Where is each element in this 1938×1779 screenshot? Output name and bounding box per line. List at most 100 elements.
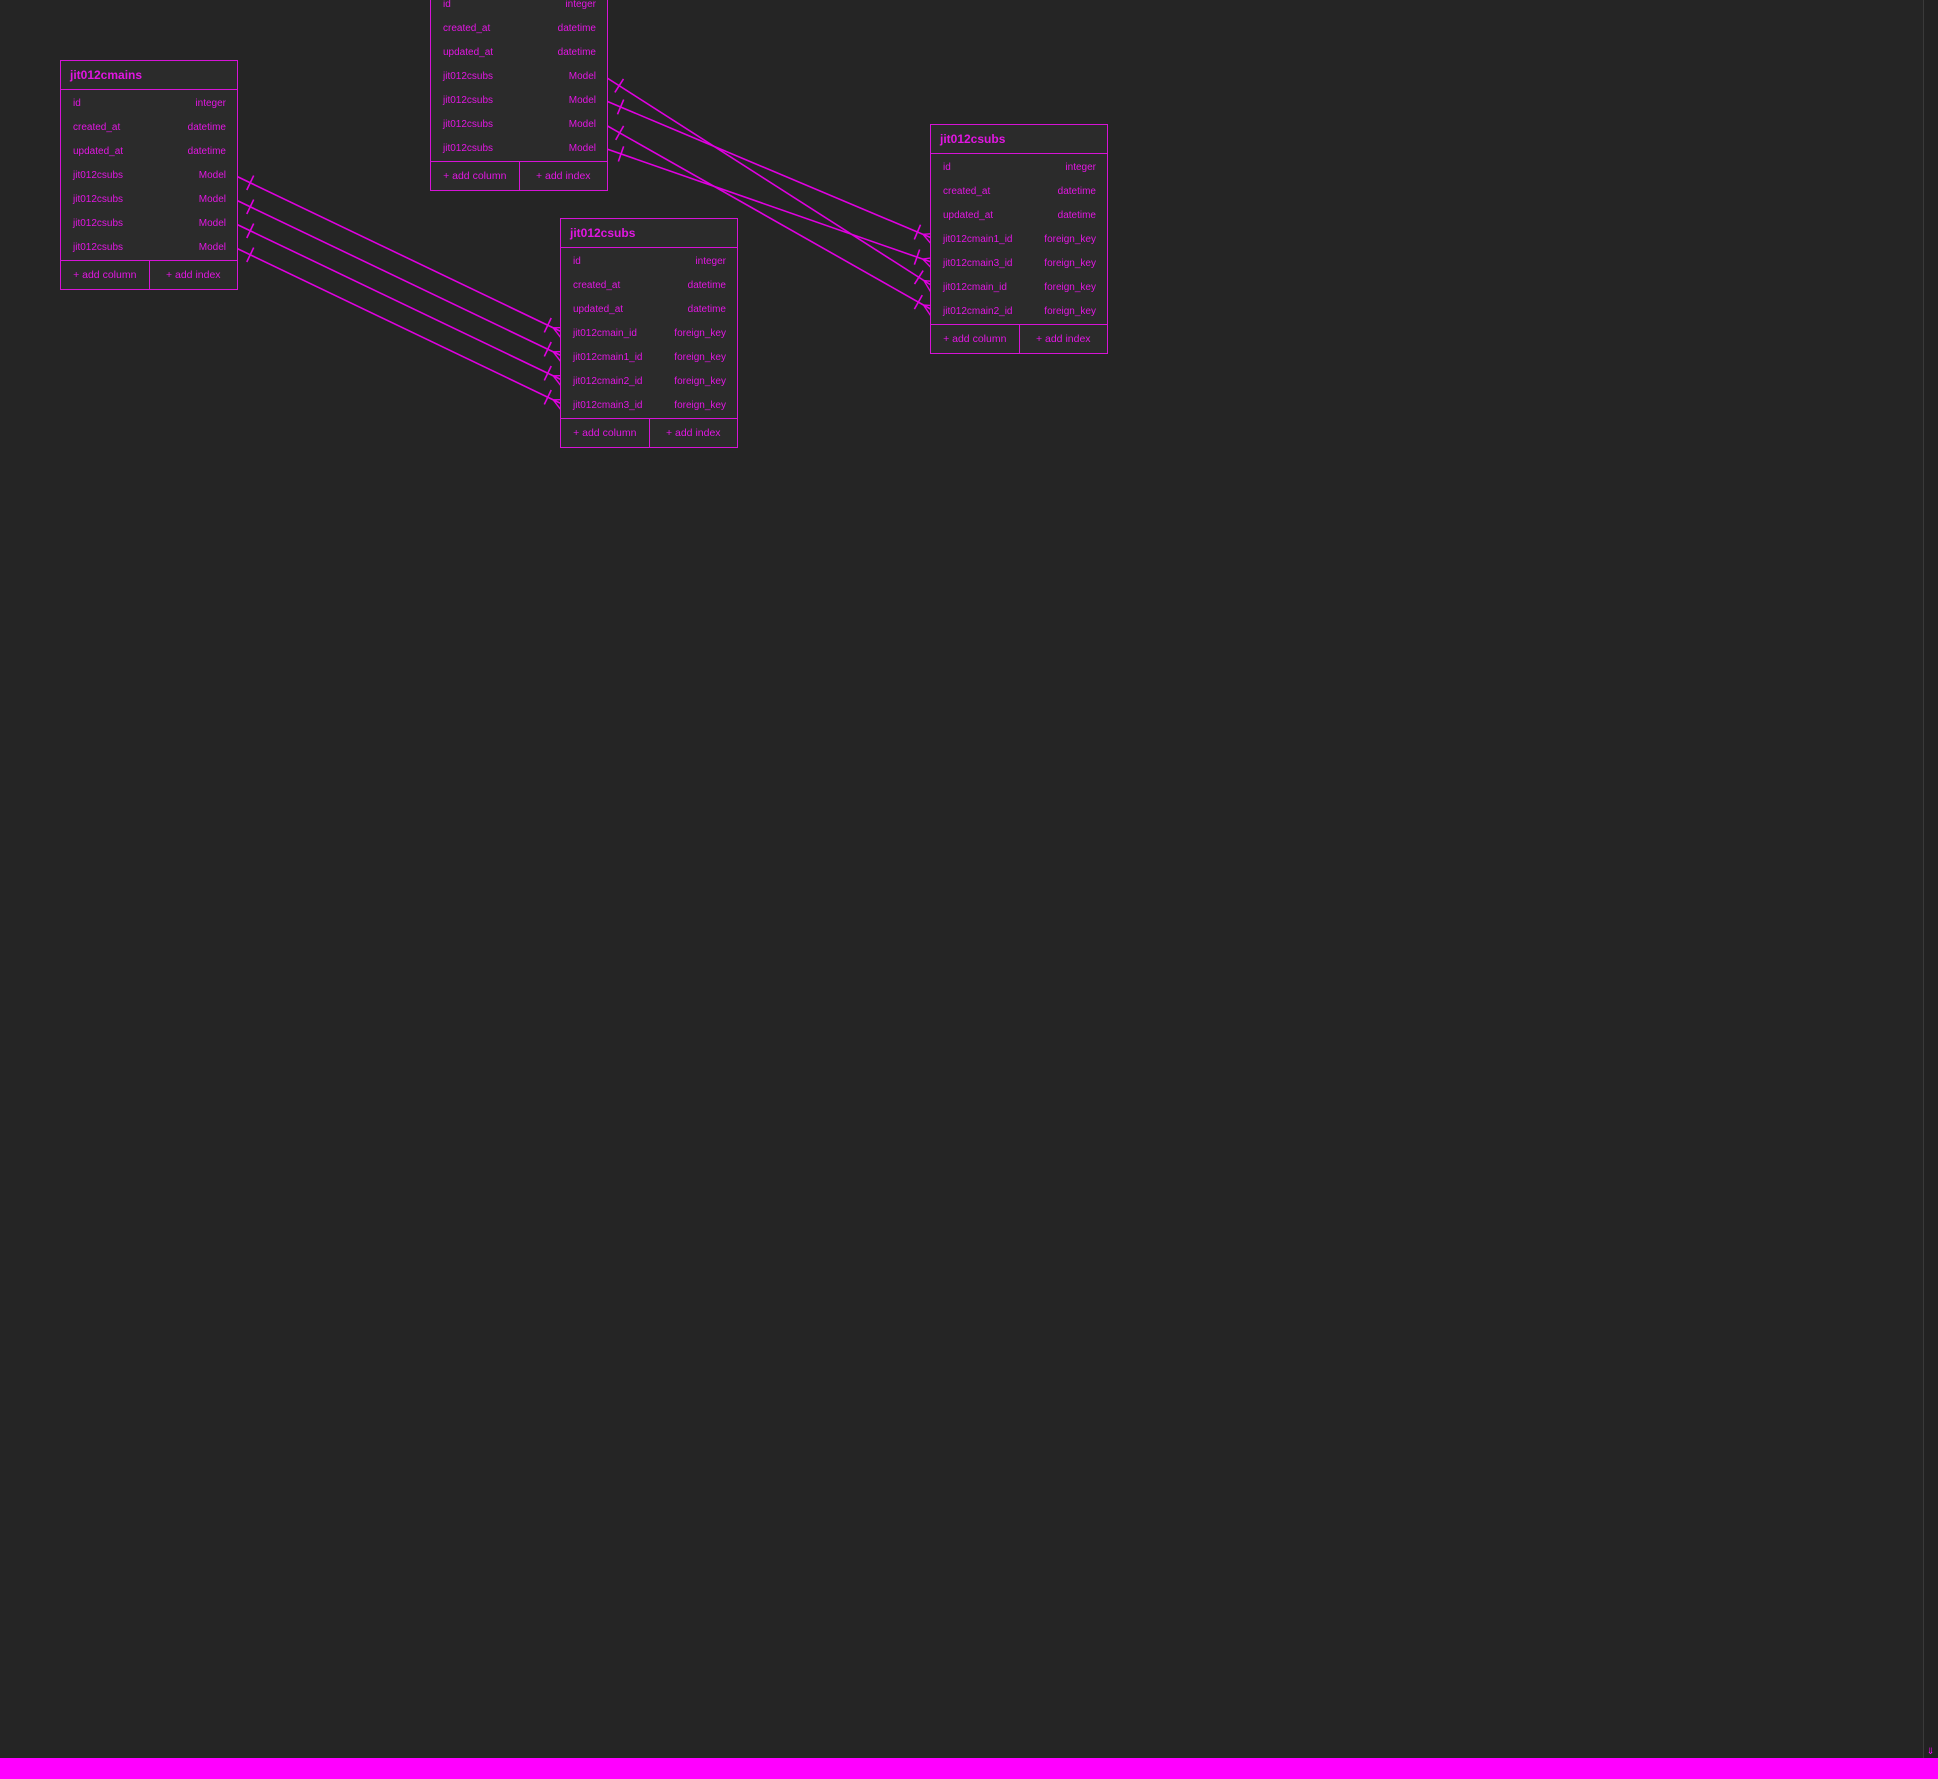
relation-one-marker bbox=[617, 146, 625, 162]
column-row[interactable]: created_at datetime bbox=[61, 116, 237, 140]
column-name: jit012csubs bbox=[73, 194, 124, 205]
table-title[interactable]: jit012csubs bbox=[931, 125, 1107, 154]
relation-one-marker bbox=[615, 125, 625, 141]
relation-line bbox=[233, 222, 565, 382]
add-column-button[interactable]: + add column bbox=[573, 427, 637, 439]
column-type: datetime bbox=[187, 122, 226, 133]
column-row[interactable]: jit012csubs Model bbox=[431, 89, 607, 113]
column-type: integer bbox=[695, 256, 726, 267]
column-type: datetime bbox=[1057, 186, 1096, 197]
column-type: integer bbox=[195, 98, 226, 109]
column-name: jit012cmain3_id bbox=[943, 258, 1013, 269]
vertical-scrollbar[interactable] bbox=[1923, 0, 1938, 1758]
column-name: jit012cmain1_id bbox=[573, 352, 643, 363]
column-type: foreign_key bbox=[1044, 306, 1096, 317]
add-column-button[interactable]: + add column bbox=[73, 269, 137, 281]
column-name: jit012cmain_id bbox=[573, 328, 637, 339]
column-type: integer bbox=[565, 0, 596, 10]
column-name: jit012csubs bbox=[73, 170, 124, 181]
table-footer: + add column + add index bbox=[931, 324, 1107, 353]
relation-line bbox=[233, 246, 565, 406]
column-name: id bbox=[443, 0, 451, 10]
relation-one-marker bbox=[246, 199, 255, 215]
column-name: jit012csubs bbox=[443, 71, 494, 82]
relation-many-bar bbox=[913, 294, 923, 310]
column-type: integer bbox=[1065, 162, 1096, 173]
column-row[interactable]: updated_at datetime bbox=[431, 41, 607, 65]
relation-one-marker bbox=[616, 99, 625, 115]
column-row[interactable]: jit012cmain3_id foreign_key bbox=[931, 252, 1107, 276]
relation-line bbox=[233, 198, 565, 358]
relation-many-bar bbox=[543, 341, 552, 357]
column-name: created_at bbox=[943, 186, 991, 197]
column-type: Model bbox=[568, 95, 596, 106]
bottom-status-bar bbox=[0, 1758, 1938, 1779]
column-type: foreign_key bbox=[1044, 258, 1096, 269]
column-row[interactable]: created_at datetime bbox=[931, 180, 1107, 204]
column-name: updated_at bbox=[73, 146, 124, 157]
relation-one-marker bbox=[246, 223, 255, 239]
column-name: created_at bbox=[443, 23, 491, 34]
column-name: id bbox=[573, 256, 581, 267]
column-row[interactable]: id integer bbox=[431, 0, 607, 17]
table-footer: + add column + add index bbox=[561, 418, 737, 447]
column-row[interactable]: id integer bbox=[561, 250, 737, 274]
add-column-button[interactable]: + add column bbox=[443, 170, 507, 182]
column-row[interactable]: jit012csubs Model bbox=[431, 137, 607, 161]
add-column-button[interactable]: + add column bbox=[943, 333, 1007, 345]
column-name: jit012csubs bbox=[443, 119, 494, 130]
column-name: jit012cmain1_id bbox=[943, 234, 1013, 245]
table-title[interactable]: jit012cmains bbox=[61, 61, 237, 90]
relation-line bbox=[233, 174, 565, 334]
double-chevron-down-icon[interactable]: ⇓ bbox=[1926, 1746, 1935, 1756]
column-name: created_at bbox=[73, 122, 121, 133]
column-type: Model bbox=[568, 119, 596, 130]
relation-one-marker bbox=[246, 247, 255, 263]
relation-many-bar bbox=[543, 389, 552, 405]
column-type: foreign_key bbox=[674, 400, 726, 411]
column-row[interactable]: jit012csubs Model bbox=[431, 113, 607, 137]
table-title[interactable]: jit012csubs bbox=[561, 219, 737, 248]
column-type: datetime bbox=[687, 304, 726, 315]
relation-many-bar bbox=[913, 224, 922, 240]
column-name: jit012csubs bbox=[443, 143, 494, 154]
add-index-button[interactable]: + add index bbox=[148, 261, 238, 289]
column-type: datetime bbox=[1057, 210, 1096, 221]
column-type: Model bbox=[198, 242, 226, 253]
column-name: updated_at bbox=[443, 47, 494, 58]
column-row[interactable]: updated_at datetime bbox=[931, 204, 1107, 228]
column-type: Model bbox=[568, 143, 596, 154]
column-type: datetime bbox=[557, 47, 596, 58]
add-index-button[interactable]: + add index bbox=[648, 419, 738, 447]
column-name: updated_at bbox=[943, 210, 994, 221]
column-name: jit012csubs bbox=[443, 95, 494, 106]
add-index-button[interactable]: + add index bbox=[518, 162, 608, 190]
add-index-button[interactable]: + add index bbox=[1018, 325, 1108, 353]
